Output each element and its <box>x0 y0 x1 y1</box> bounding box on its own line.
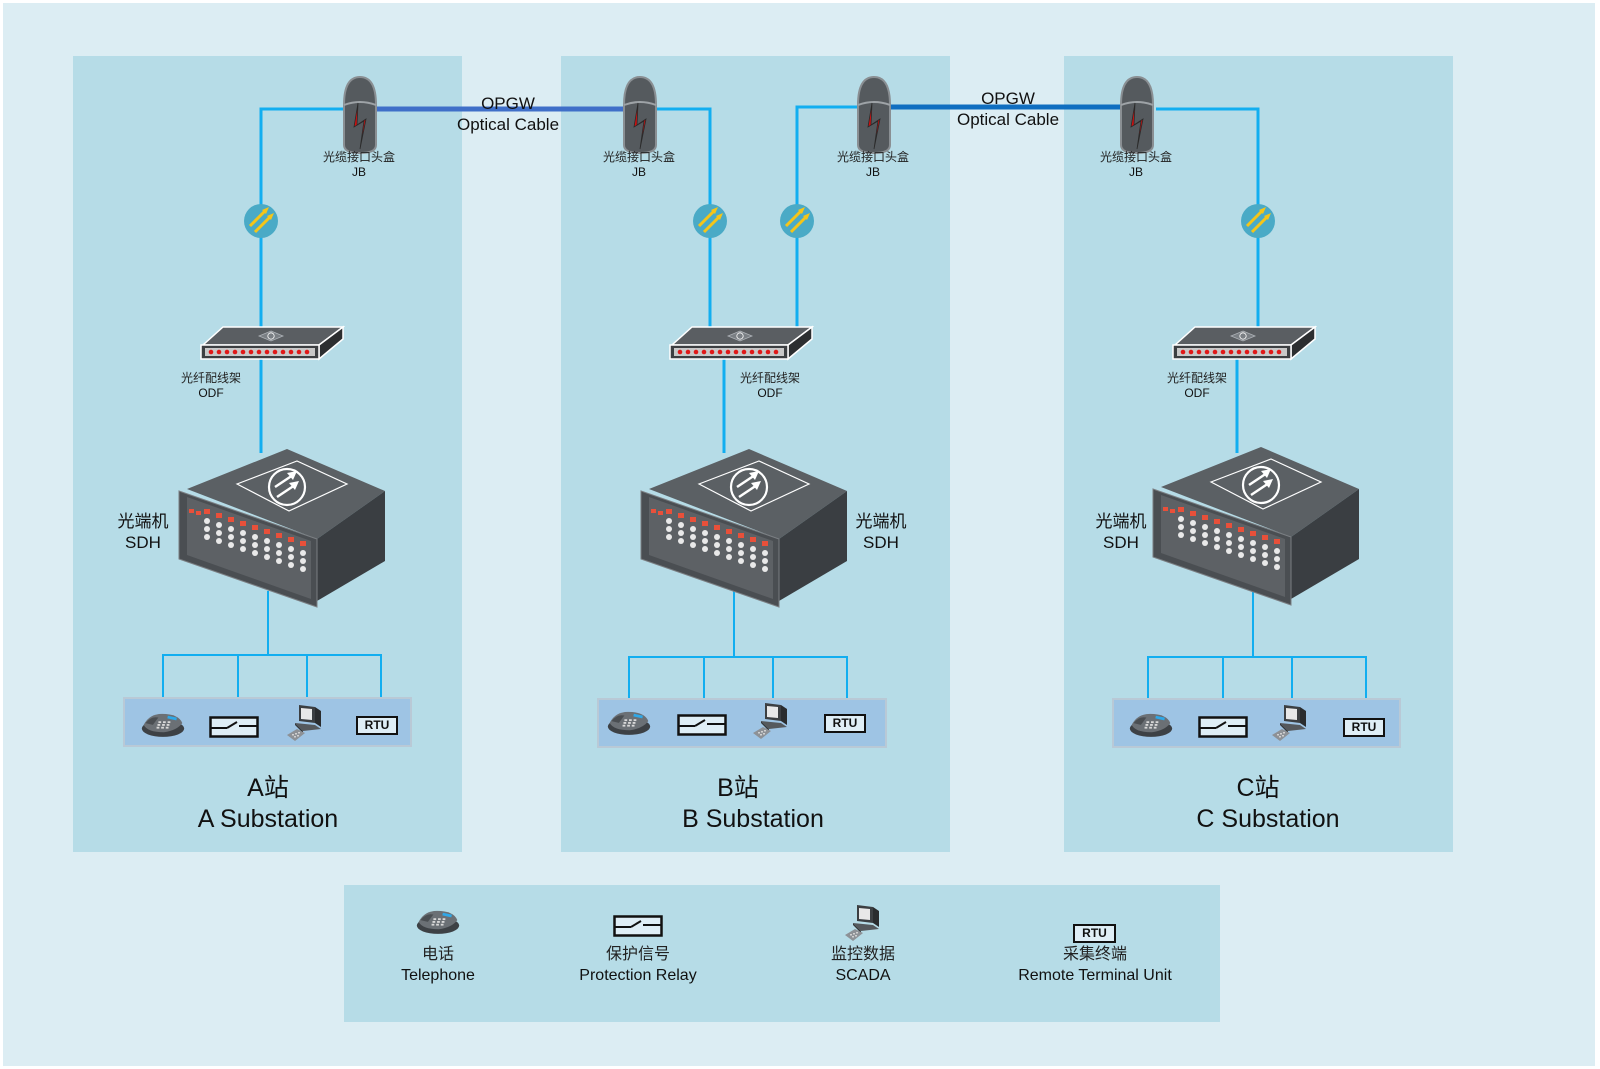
legend-label-zh: 采集终端 <box>1062 944 1127 963</box>
rtu-icon: RTU <box>1073 924 1116 943</box>
rtu-icon: RTU <box>824 714 866 733</box>
fiber-splice-icon <box>1240 203 1276 239</box>
station-name-zh: A站 <box>247 774 289 802</box>
scada-computer-icon <box>1270 703 1310 743</box>
fiber-b-left <box>651 107 712 328</box>
bus-c <box>1147 656 1367 699</box>
legend-label-en: SCADA <box>835 967 891 984</box>
sdh-label-zh: 光端机 <box>1095 512 1147 531</box>
legend-label-en: Protection Relay <box>579 967 697 984</box>
station-label-a: A站 A Substation <box>168 773 368 835</box>
scada-computer-icon <box>751 701 791 741</box>
station-name-en: A Substation <box>197 805 339 833</box>
legend-label-zh: 监控数据 <box>830 944 895 963</box>
jb-label-zh: 光缆接口头盒 <box>602 150 675 164</box>
joint-box-icon <box>854 75 894 155</box>
jb-label-a: 光缆接口头盒 JB <box>309 148 409 179</box>
legend-label-en: Telephone <box>401 967 475 984</box>
jb-label-en: JB <box>631 165 646 179</box>
station-name-zh: C站 <box>1236 774 1280 802</box>
sdh-terminal-icon <box>639 449 849 609</box>
legend-item-protection-relay: 保护信号 Protection Relay <box>553 943 723 987</box>
jb-label-c: 光缆接口头盒 JB <box>1086 148 1186 179</box>
odf-label-b: 光纤配线架 ODF <box>720 369 820 400</box>
sdh-label-zh: 光端机 <box>117 512 169 531</box>
sdh-label-zh: 光端机 <box>855 512 907 531</box>
diagram-canvas: 光缆接口头盒 JB 光缆接口头盒 JB 光缆接口头盒 JB 光缆接口头盒 JB … <box>3 3 1595 1066</box>
jb-label-zh: 光缆接口头盒 <box>1099 150 1172 164</box>
fiber-splice-icon <box>692 203 728 239</box>
legend-panel <box>344 885 1220 1022</box>
jb-label-en: JB <box>351 165 366 179</box>
legend-item-telephone: 电话 Telephone <box>363 943 513 987</box>
sdh-label-c: 光端机 SDH <box>1081 511 1161 553</box>
telephone-icon <box>140 710 186 738</box>
legend-label-en: Remote Terminal Unit <box>1018 967 1172 984</box>
scada-computer-icon <box>843 903 883 943</box>
rtu-icon: RTU <box>356 716 398 735</box>
station-label-c: C站 C Substation <box>1158 773 1378 835</box>
scada-computer-icon <box>285 703 325 743</box>
fiber-splice-icon <box>779 203 815 239</box>
opgw-label-line1: OPGW <box>981 89 1035 108</box>
station-label-b: B站 B Substation <box>643 773 863 835</box>
legend-label-zh: 保护信号 <box>605 944 670 963</box>
sdh-label-b: 光端机 SDH <box>841 511 921 553</box>
sdh-label-en: SDH <box>863 533 899 552</box>
fiber-a-jb-odf <box>259 107 351 333</box>
opgw-label-line2: Optical Cable <box>456 115 560 134</box>
rtu-icon: RTU <box>1343 718 1385 737</box>
sdh-terminal-icon <box>1151 447 1361 607</box>
jb-label-en: JB <box>865 165 880 179</box>
station-name-en: B Substation <box>682 805 824 833</box>
odf-label-en: ODF <box>1184 386 1210 400</box>
odf-icon <box>199 325 345 361</box>
legend-item-rtu: 采集终端 Remote Terminal Unit <box>995 943 1195 987</box>
protection-relay-icon <box>209 716 259 738</box>
fiber-splice-icon <box>243 203 279 239</box>
protection-relay-icon <box>1198 716 1248 738</box>
protection-relay-icon <box>677 714 727 736</box>
joint-box-icon <box>620 75 660 155</box>
sdh-label-en: SDH <box>1103 533 1139 552</box>
telephone-icon <box>606 708 652 736</box>
odf-label-zh: 光纤配线架 <box>1166 371 1227 385</box>
station-name-zh: B站 <box>717 774 759 802</box>
jb-label-zh: 光缆接口头盒 <box>322 150 395 164</box>
jb-label-b-left: 光缆接口头盒 JB <box>589 148 689 179</box>
odf-icon <box>1171 325 1317 361</box>
joint-box-icon <box>1117 75 1157 155</box>
odf-label-c: 光纤配线架 ODF <box>1147 369 1247 400</box>
opgw-label-ab: OPGW Optical Cable <box>433 93 583 135</box>
odf-label-en: ODF <box>198 386 224 400</box>
fiber-b-right <box>795 105 858 328</box>
sdh-label-en: SDH <box>125 533 161 552</box>
telephone-icon <box>1128 710 1174 738</box>
jb-label-zh: 光缆接口头盒 <box>836 150 909 164</box>
jb-label-en: JB <box>1128 165 1143 179</box>
jb-label-b-right: 光缆接口头盒 JB <box>823 148 923 179</box>
opgw-label-line2: Optical Cable <box>956 110 1060 129</box>
legend-label-zh: 电话 <box>421 944 454 963</box>
protection-relay-icon <box>613 915 663 937</box>
sdh-terminal-icon <box>177 449 387 609</box>
opgw-label-bc: OPGW Optical Cable <box>933 88 1083 130</box>
odf-icon <box>668 325 814 361</box>
sdh-label-a: 光端机 SDH <box>103 511 183 553</box>
station-name-en: C Substation <box>1196 805 1340 833</box>
odf-label-a: 光纤配线架 ODF <box>161 369 261 400</box>
connection-lines <box>162 104 1367 699</box>
opgw-label-line1: OPGW <box>481 94 535 113</box>
odf-label-zh: 光纤配线架 <box>739 371 800 385</box>
bus-b <box>628 656 848 699</box>
fiber-c-jb-odf <box>1156 107 1260 328</box>
odf-label-en: ODF <box>757 386 783 400</box>
bus-a <box>162 654 382 698</box>
legend-item-scada: 监控数据 SCADA <box>793 943 933 987</box>
telephone-icon <box>415 907 461 935</box>
odf-label-zh: 光纤配线架 <box>180 371 241 385</box>
joint-box-icon <box>340 75 380 155</box>
